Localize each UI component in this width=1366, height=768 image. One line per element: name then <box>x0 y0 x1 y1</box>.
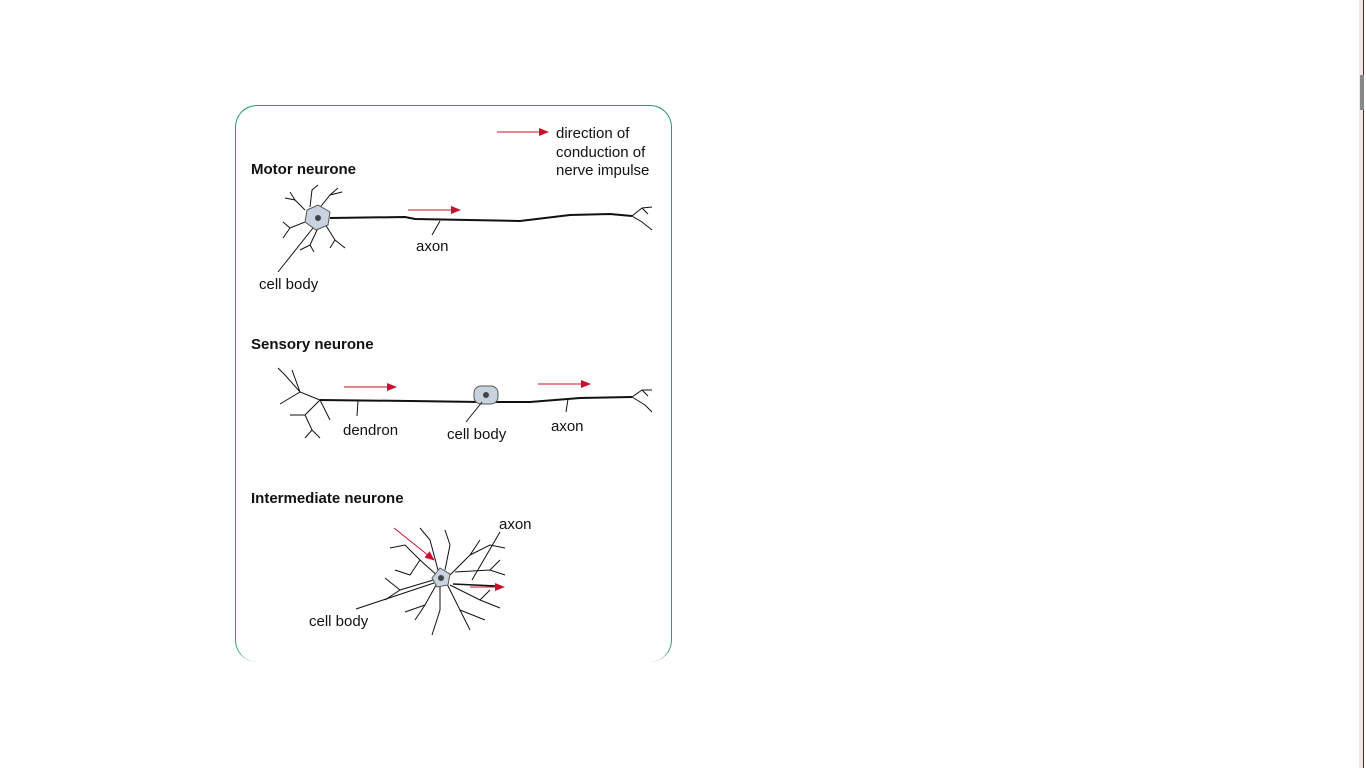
legend-text-3: nerve impulse <box>556 162 649 179</box>
sensory-dendron-label: dendron <box>343 422 398 439</box>
diagram-panel <box>235 105 672 662</box>
sensory-axon-label: axon <box>551 418 584 435</box>
intermediate-neurone-title: Intermediate neurone <box>251 490 404 507</box>
sensory-cell-body-label: cell body <box>447 426 507 443</box>
sensory-neurone-drawing <box>277 367 653 439</box>
intermediate-arrow-in-icon <box>393 527 435 561</box>
legend-text-1: direction of <box>556 125 630 142</box>
motor-neurone-drawing <box>277 184 653 273</box>
sensory-neurone-title: Sensory neurone <box>251 336 374 353</box>
intermediate-axon-label: axon <box>499 516 532 533</box>
motor-cell-body-label: cell body <box>259 276 319 293</box>
intermediate-cell-body-label: cell body <box>309 613 369 630</box>
scrollbar-track[interactable] <box>1359 0 1364 768</box>
motor-axon-label: axon <box>416 238 449 255</box>
intermediate-neurone-drawing <box>355 527 506 636</box>
motor-neurone-title: Motor neurone <box>251 161 356 178</box>
scrollbar-thumb[interactable] <box>1360 75 1364 110</box>
legend-text-2: conduction of <box>556 144 646 161</box>
